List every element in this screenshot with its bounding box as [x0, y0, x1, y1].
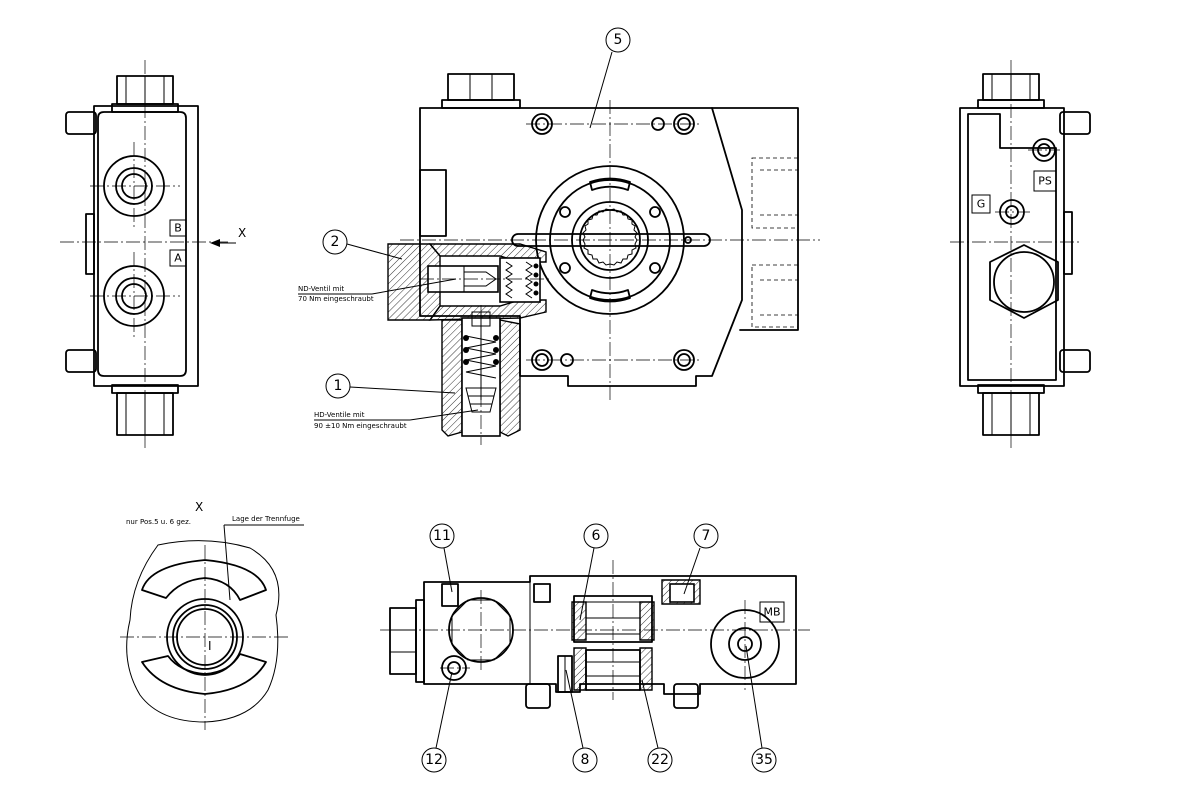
svg-text:2: 2: [331, 234, 340, 250]
svg-text:6: 6: [592, 528, 601, 544]
balloon-22: 22: [641, 679, 673, 773]
left-side-view: B A X: [60, 60, 246, 450]
right-side-view: G PS: [950, 60, 1091, 450]
hd-note-line2: 90 ±10 Nm eingeschraubt: [314, 422, 407, 430]
balloon-6: 6: [579, 523, 609, 621]
svg-text:35: 35: [755, 752, 773, 768]
balloon-7: 7: [683, 523, 719, 595]
port-b-box: [169, 219, 187, 237]
balloon-8: 8: [565, 669, 598, 773]
view-arrow-x-head: [210, 239, 220, 247]
detail-view-x: X nur Pos.5 u. 6 gez. Lage der Trennfuge…: [120, 500, 304, 730]
hd-valve-note: HD-Ventile mit 90 ±10 Nm eingeschraubt: [314, 409, 479, 430]
port-ps-label: PS: [1038, 175, 1052, 188]
svg-text:7: 7: [702, 528, 711, 544]
bottom-view: MB: [380, 560, 810, 709]
svg-text:1: 1: [334, 378, 343, 394]
nd-note-line2: 70 Nm eingeschraubt: [298, 295, 374, 303]
detail-mark: I: [208, 639, 212, 653]
hd-note-line1: HD-Ventile mit: [314, 411, 365, 419]
port-b-label: B: [174, 222, 182, 235]
port-a-label: A: [174, 252, 182, 265]
svg-text:12: 12: [425, 752, 443, 768]
svg-text:22: 22: [651, 752, 669, 768]
nd-valve-note: ND-Ventil mit 70 Nm eingeschraubt: [298, 278, 457, 303]
svg-text:8: 8: [581, 752, 590, 768]
balloon-35: 35: [745, 645, 777, 773]
port-mb-label: MB: [763, 606, 780, 619]
svg-text:11: 11: [433, 528, 451, 544]
detail-x-label: X: [195, 500, 203, 514]
port-g-label: G: [977, 198, 986, 211]
nd-note-line1: ND-Ventil mit: [298, 285, 344, 293]
balloon-11: 11: [429, 523, 455, 593]
center-front-view: [387, 73, 820, 445]
joint-note: Lage der Trennfuge: [232, 515, 300, 523]
balloon-5: 5: [589, 27, 631, 129]
balloon-1: 1: [325, 373, 456, 399]
view-arrow-x-label: X: [238, 226, 246, 240]
balloon-2: 2: [322, 229, 403, 260]
port-a-box: [169, 249, 187, 267]
detail-note: nur Pos.5 u. 6 gez.: [126, 518, 191, 526]
svg-text:5: 5: [614, 32, 623, 48]
balloon-12: 12: [421, 671, 453, 773]
